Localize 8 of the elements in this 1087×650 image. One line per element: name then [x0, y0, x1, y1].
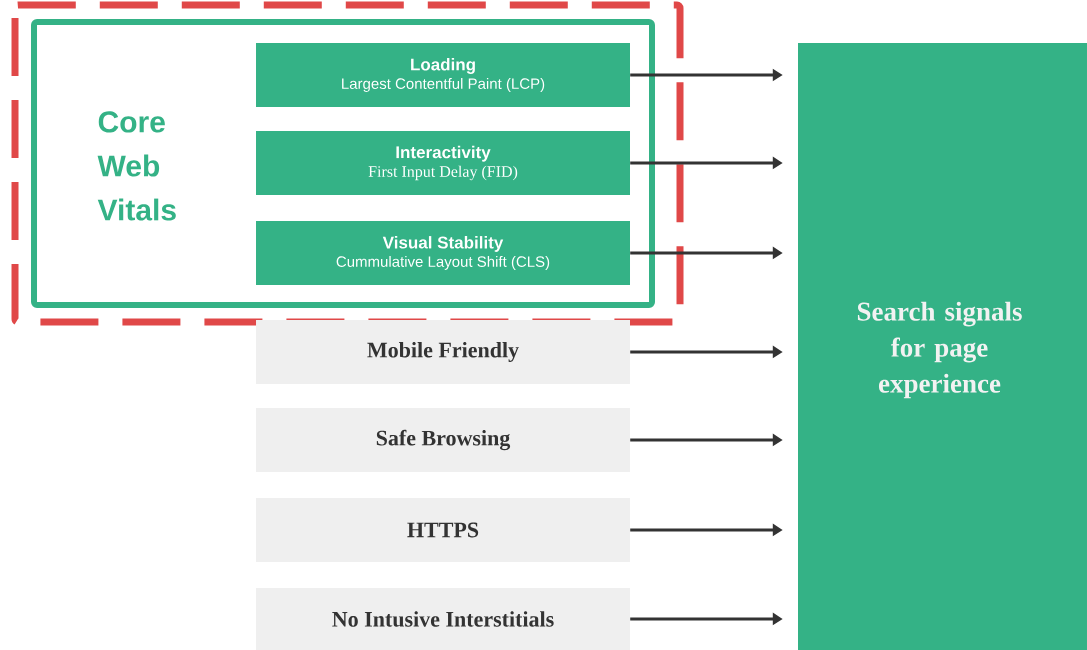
signal-box: Safe Browsing — [256, 408, 630, 472]
result-box: Search signals for page experience — [798, 43, 1087, 650]
metric-box: Loading Largest Contentful Paint (LCP) — [256, 43, 630, 107]
signal-box: HTTPS — [256, 498, 630, 562]
signal-box: No Intusive Interstitials — [256, 588, 630, 650]
metric-box: Interactivity First Input Delay (FID) — [256, 131, 630, 195]
signal-box: Mobile Friendly — [256, 320, 630, 384]
metric-box: Visual Stability Cummulative Layout Shift (CLS) — [256, 221, 630, 285]
